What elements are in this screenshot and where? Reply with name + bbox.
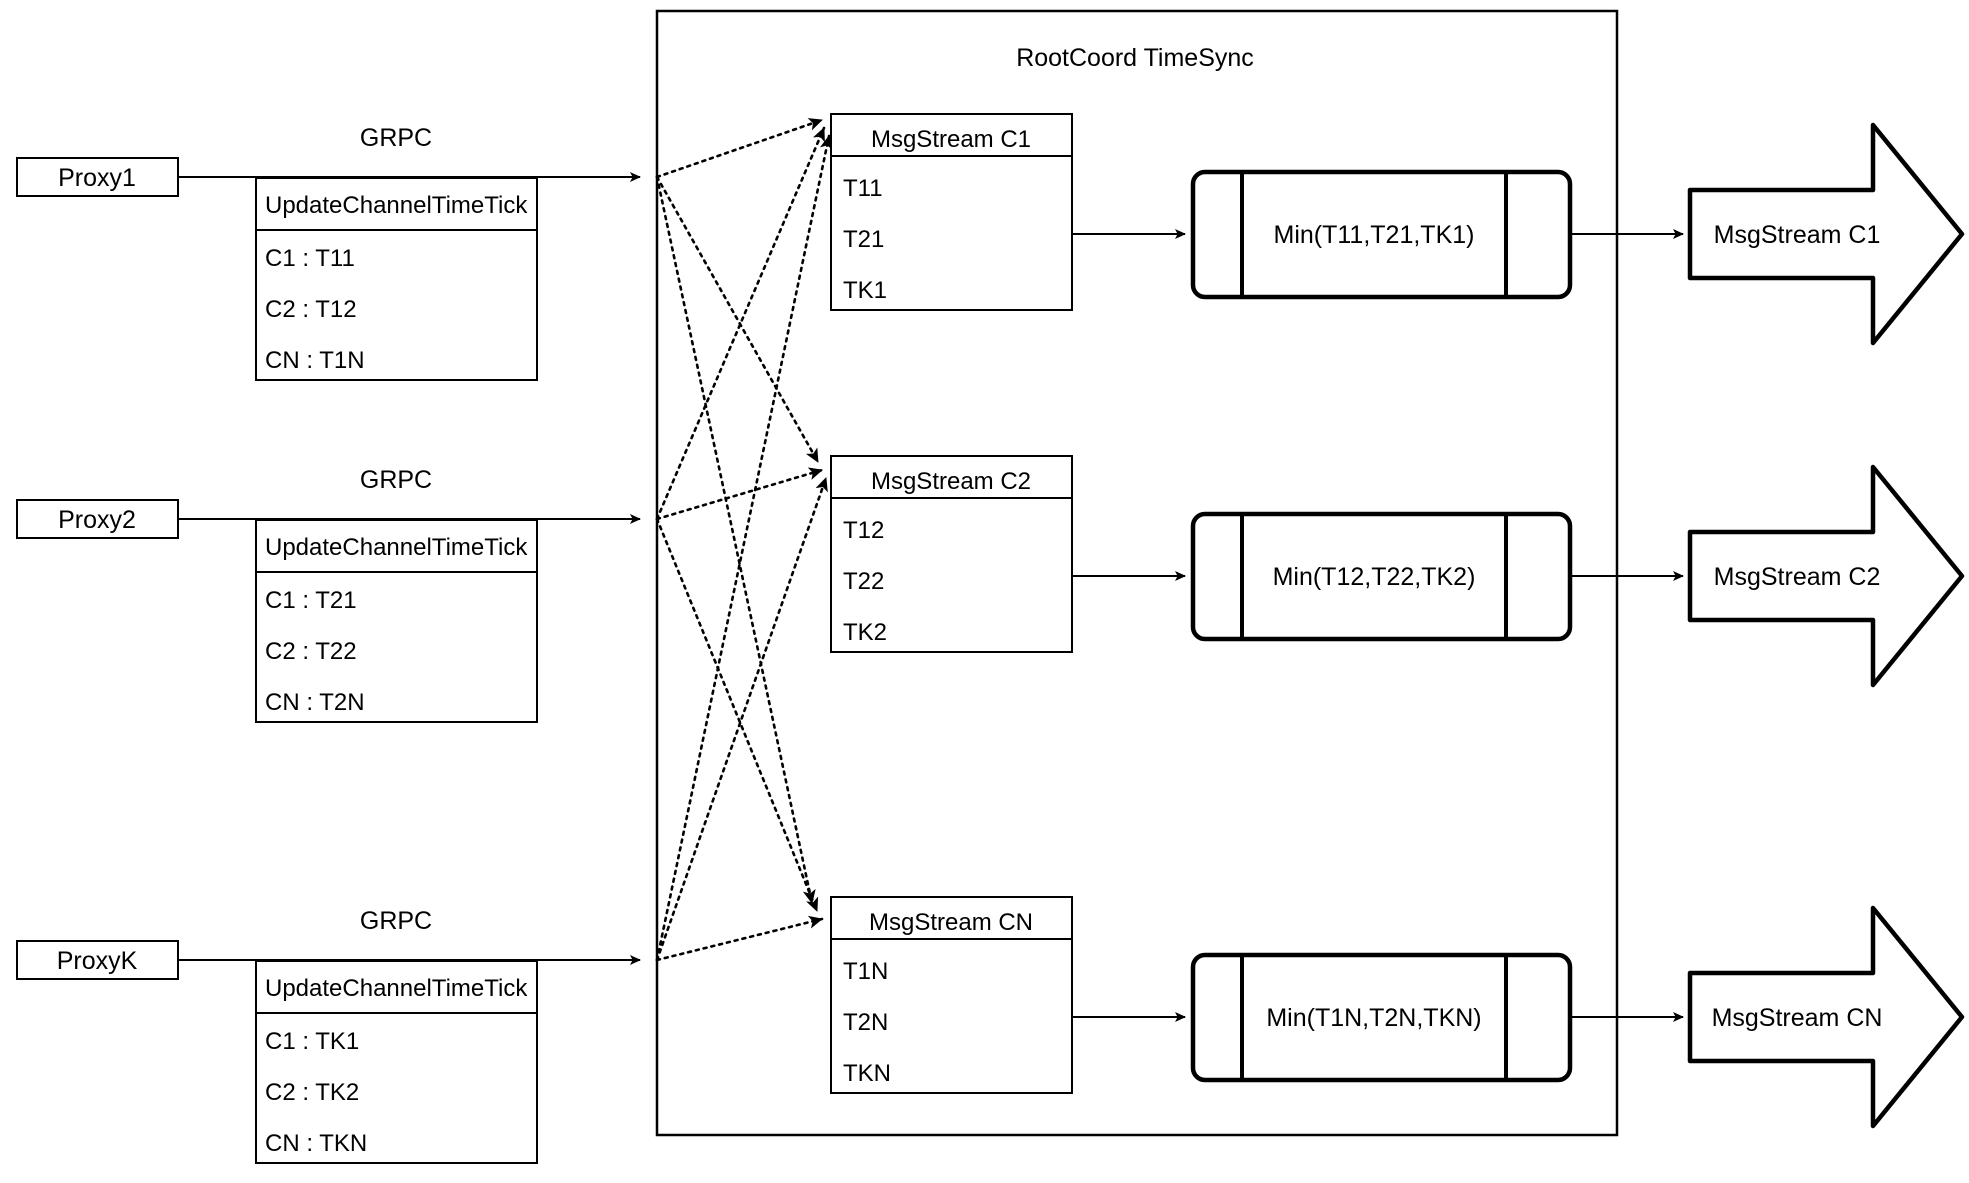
msgstream-box-3 xyxy=(830,896,1073,1094)
rpc-row-3-1: C2 : TK2 xyxy=(265,1079,359,1106)
dotted-link-p1-c1 xyxy=(655,118,824,179)
output-block-arrow-2 xyxy=(1687,464,1965,688)
msgstream-title-3: MsgStream CN xyxy=(869,909,1033,936)
msgstream-tick-2-2: TK2 xyxy=(843,619,887,646)
rpc-box-3 xyxy=(255,960,538,1164)
dotted-link-p1-c2 xyxy=(655,175,820,464)
min-label-2: Min(T12,T22,TK2) xyxy=(1273,563,1476,591)
grpc-label-3: GRPC xyxy=(360,907,432,935)
output-label-1: MsgStream C1 xyxy=(1714,221,1881,249)
rpc-row-2-2: CN : T2N xyxy=(265,689,365,716)
min-label-3: Min(T1N,T2N,TKN) xyxy=(1266,1004,1481,1032)
dotted-link-p2-cn xyxy=(655,517,819,913)
rpc-row-2-0: C1 : T21 xyxy=(265,587,357,614)
output-label-2: MsgStream C2 xyxy=(1714,563,1881,591)
msgstream-tick-1-0: T11 xyxy=(843,175,883,202)
channel-group-2: MsgStream C2 T12 T22 TK2 Min(T12,T22,TK2… xyxy=(830,455,1965,688)
rpc-row-1-1: C2 : T12 xyxy=(265,296,357,323)
channel-group-1: MsgStream C1 T11 T21 TK1 Min(T11,T21,TK1… xyxy=(830,113,1965,346)
msgstream-tick-1-2: TK1 xyxy=(843,277,887,304)
msgstream-tick-2-1: T22 xyxy=(843,568,884,595)
output-block-arrow-1 xyxy=(1687,122,1965,346)
channel-group-3: MsgStream CN T1N T2N TKN Min(T1N,T2N,TKN… xyxy=(830,896,1965,1129)
rpc-box-2 xyxy=(255,519,538,723)
dotted-link-pk-c1 xyxy=(655,134,833,962)
container-title: RootCoord TimeSync xyxy=(1016,44,1254,72)
output-label-3: MsgStream CN xyxy=(1712,1004,1883,1032)
msgstream-tick-1-1: T21 xyxy=(843,226,884,253)
msgstream-tick-3-1: T2N xyxy=(843,1009,888,1036)
proxy-label-1: Proxy1 xyxy=(58,164,136,192)
dotted-link-pk-cn xyxy=(655,915,824,962)
dotted-fanout-from-proxy1 xyxy=(655,118,824,905)
rpc-row-1-0: C1 : T11 xyxy=(265,245,355,272)
msgstream-tick-3-2: TKN xyxy=(843,1060,891,1087)
proxy-label-3: ProxyK xyxy=(57,947,138,975)
proxy-box-1[interactable] xyxy=(16,157,179,197)
dotted-link-p2-c1 xyxy=(655,126,826,521)
grpc-label-2: GRPC xyxy=(360,466,432,494)
grpc-label-1: GRPC xyxy=(360,124,432,152)
dotted-link-pk-c2 xyxy=(655,476,828,962)
proxy-label-2: Proxy2 xyxy=(58,506,136,534)
dotted-link-p2-c2 xyxy=(655,467,824,521)
msgstream-box-2 xyxy=(830,455,1073,653)
dotted-link-p1-cn xyxy=(655,175,816,905)
msgstream-tick-2-0: T12 xyxy=(843,517,884,544)
rpc-header-2: UpdateChannelTimeTick xyxy=(265,534,528,561)
proxy-group-1: Proxy1 GRPC UpdateChannelTimeTick C1 : T… xyxy=(16,124,641,381)
msgstream-title-2: MsgStream C2 xyxy=(871,468,1031,495)
rpc-row-2-1: C2 : T22 xyxy=(265,638,357,665)
dotted-fanout-from-proxyk xyxy=(655,134,833,962)
proxy-box-2[interactable] xyxy=(16,499,179,539)
msgstream-title-1: MsgStream C1 xyxy=(871,126,1031,153)
rpc-header-1: UpdateChannelTimeTick xyxy=(265,192,528,219)
rpc-header-3: UpdateChannelTimeTick xyxy=(265,975,528,1002)
dotted-fanout-from-proxy2 xyxy=(655,126,826,913)
output-block-arrow-3 xyxy=(1687,905,1965,1129)
msgstream-tick-3-0: T1N xyxy=(843,958,888,985)
rpc-box-1 xyxy=(255,177,538,381)
msgstream-box-1 xyxy=(830,113,1073,311)
proxy-group-2: Proxy2 GRPC UpdateChannelTimeTick C1 : T… xyxy=(16,466,641,723)
rpc-row-3-2: CN : TKN xyxy=(265,1130,367,1157)
rpc-row-1-2: CN : T1N xyxy=(265,347,365,374)
proxy-group-3: ProxyK GRPC UpdateChannelTimeTick C1 : T… xyxy=(16,907,641,1164)
min-label-1: Min(T11,T21,TK1) xyxy=(1274,221,1475,249)
rootcoord-container xyxy=(655,9,1619,1137)
rpc-row-3-0: C1 : TK1 xyxy=(265,1028,359,1055)
